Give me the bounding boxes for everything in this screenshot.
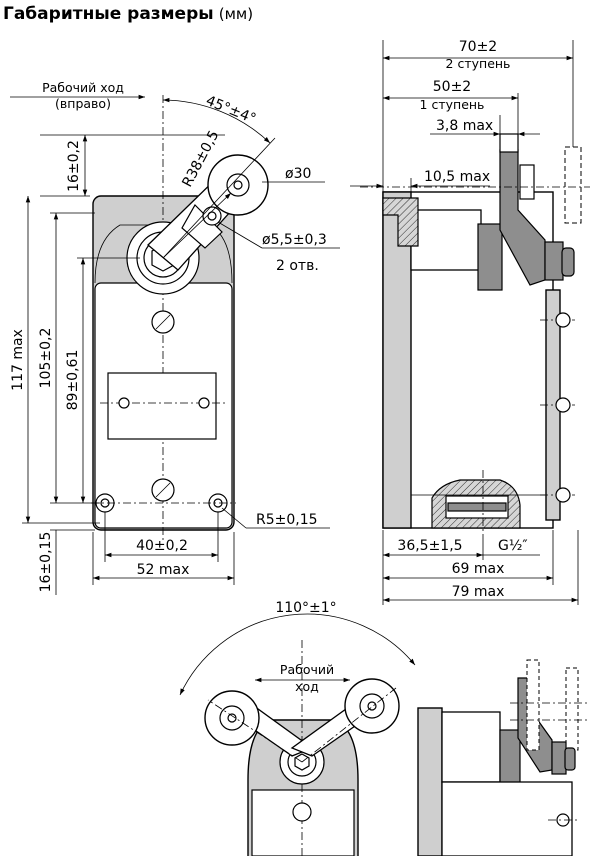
dim-height-89: 89±0,61 [65, 350, 81, 411]
dim-plate: 3,8 max [436, 118, 493, 134]
dim-overall-height: 117 max [10, 329, 26, 391]
lower-side-view [417, 659, 590, 856]
dim-hole-diam: ø5,5±0,3 [262, 232, 327, 248]
front-view [10, 94, 340, 595]
lower-work-stroke-line2: ход [295, 679, 319, 694]
dim-hole-spacing: 40±0,2 [136, 538, 188, 554]
dim-height-105: 105±0,2 [38, 328, 54, 389]
dim-roller-diam: ø30 [285, 166, 311, 182]
dim-width: 52 max [137, 562, 190, 578]
page-heading: Габаритные размеры (мм) [3, 4, 253, 24]
dim-bottom-offset: 16±0,15 [38, 532, 54, 593]
dim-top-offset: 16±0,2 [66, 140, 82, 192]
dim-depth-69: 69 max [452, 561, 505, 577]
dim-stage2-label: 2 ступень [446, 56, 511, 71]
dim-thread: G½″ [498, 538, 528, 554]
section-hatch-top [382, 197, 419, 247]
unit-label: (мм) [218, 5, 254, 23]
work-stroke-line1: Рабочий ход [42, 80, 124, 95]
work-stroke-line2: (вправо) [55, 96, 111, 111]
lower-front-view [179, 613, 416, 856]
side-view [350, 40, 590, 605]
dim-depth-79: 79 max [452, 584, 505, 600]
dim-angle-45: 45°±4° [204, 93, 259, 127]
dim-stage1-label: 1 ступень [420, 97, 485, 112]
dim-stage2-value: 70±2 [459, 39, 497, 55]
lower-work-stroke-line1: Рабочий [280, 662, 334, 677]
dim-stage1-value: 50±2 [433, 79, 471, 95]
dim-thread-pos: 36,5±1,5 [397, 538, 462, 554]
dim-corner-radius: R5±0,15 [256, 512, 318, 528]
dim-angle-110: 110°±1° [275, 600, 336, 616]
dim-holes-count: 2 отв. [276, 258, 319, 274]
dim-lever-offset: 10,5 max [424, 169, 490, 185]
page-title: Габаритные размеры [3, 4, 214, 24]
